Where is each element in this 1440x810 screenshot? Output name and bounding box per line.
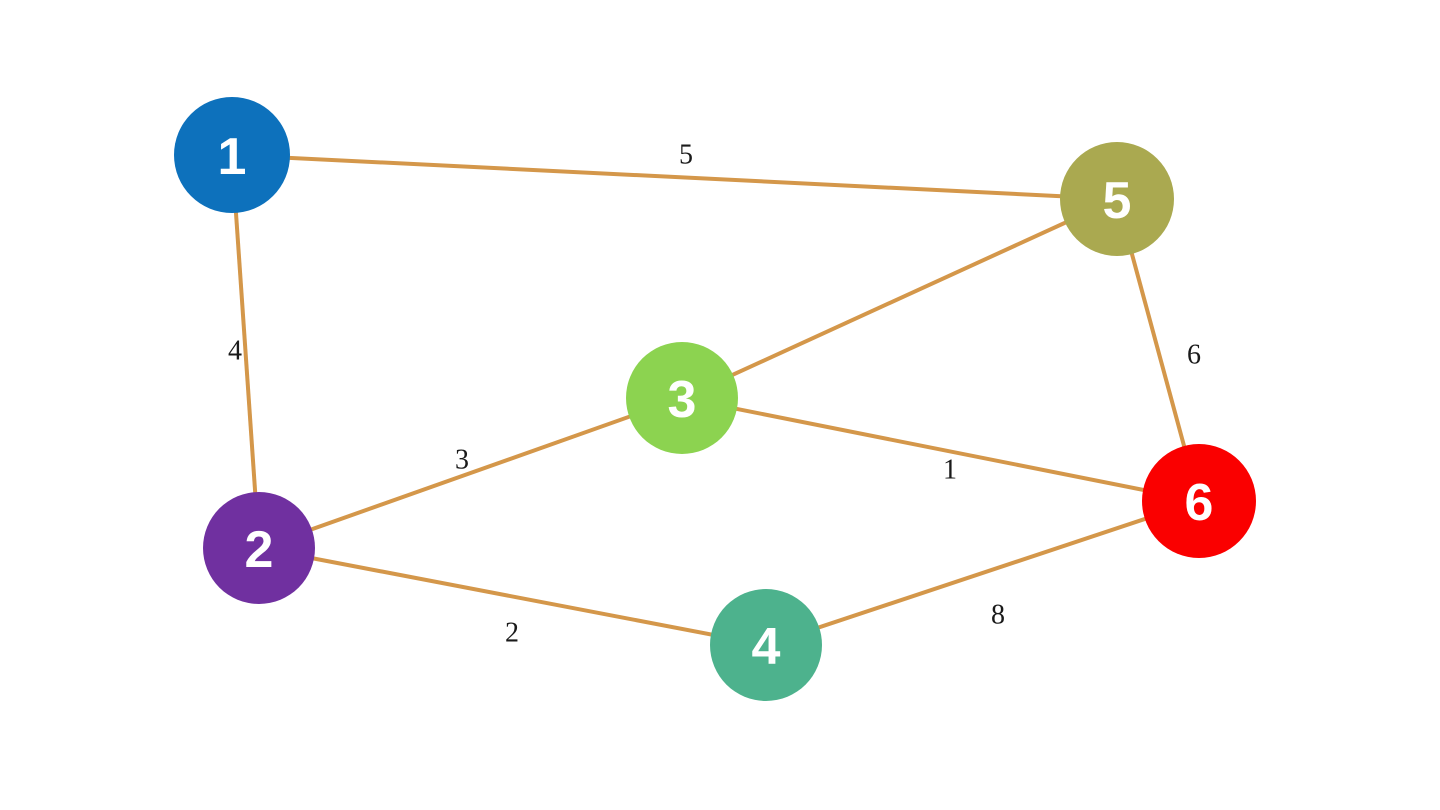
- graph-edge-3-6[interactable]: [681, 396, 1200, 503]
- edge-weight-label-2-3: 3: [455, 444, 469, 475]
- node-label-6: 6: [1185, 474, 1214, 532]
- graph-node-4[interactable]: 4: [710, 589, 822, 701]
- node-label-3: 3: [668, 371, 697, 429]
- edge-weight-label-3-6: 1: [943, 454, 957, 485]
- graph-node-2[interactable]: 2: [203, 492, 315, 604]
- edge-weight-labels-layer: 5 4 3 2 1 8 6: [228, 139, 1201, 648]
- nodes-layer: 1 2 3 4 5 6: [174, 97, 1256, 701]
- node-circle-2[interactable]: [203, 492, 315, 604]
- node-circle-5[interactable]: [1060, 142, 1174, 256]
- node-label-2: 2: [245, 521, 274, 579]
- graph-edge-3-5[interactable]: [681, 197, 1118, 400]
- graph-edge-4-6[interactable]: [765, 499, 1200, 647]
- node-label-1: 1: [218, 128, 247, 186]
- edge-weight-label-5-6: 6: [1187, 339, 1201, 370]
- graph-edge-1-5[interactable]: [231, 153, 1118, 201]
- edges-layer: [230, 153, 1201, 647]
- node-circle-4[interactable]: [710, 589, 822, 701]
- node-label-4: 4: [752, 618, 781, 676]
- edge-weight-label-4-6: 8: [991, 599, 1005, 630]
- graph-node-1[interactable]: 1: [174, 97, 290, 213]
- edge-weight-label-1-2: 4: [228, 335, 242, 366]
- graph-edge-2-4[interactable]: [258, 546, 767, 647]
- node-label-5: 5: [1103, 172, 1132, 230]
- graph-node-6[interactable]: 6: [1142, 444, 1256, 558]
- edge-weight-label-1-5: 5: [679, 139, 693, 170]
- graph-node-5[interactable]: 5: [1060, 142, 1174, 256]
- graph-node-3[interactable]: 3: [626, 342, 738, 454]
- edge-weight-label-2-4: 2: [505, 617, 519, 648]
- node-circle-3[interactable]: [626, 342, 738, 454]
- node-circle-6[interactable]: [1142, 444, 1256, 558]
- node-circle-1[interactable]: [174, 97, 290, 213]
- graph-edge-1-2[interactable]: [230, 154, 261, 549]
- graph-edge-2-3[interactable]: [258, 396, 683, 550]
